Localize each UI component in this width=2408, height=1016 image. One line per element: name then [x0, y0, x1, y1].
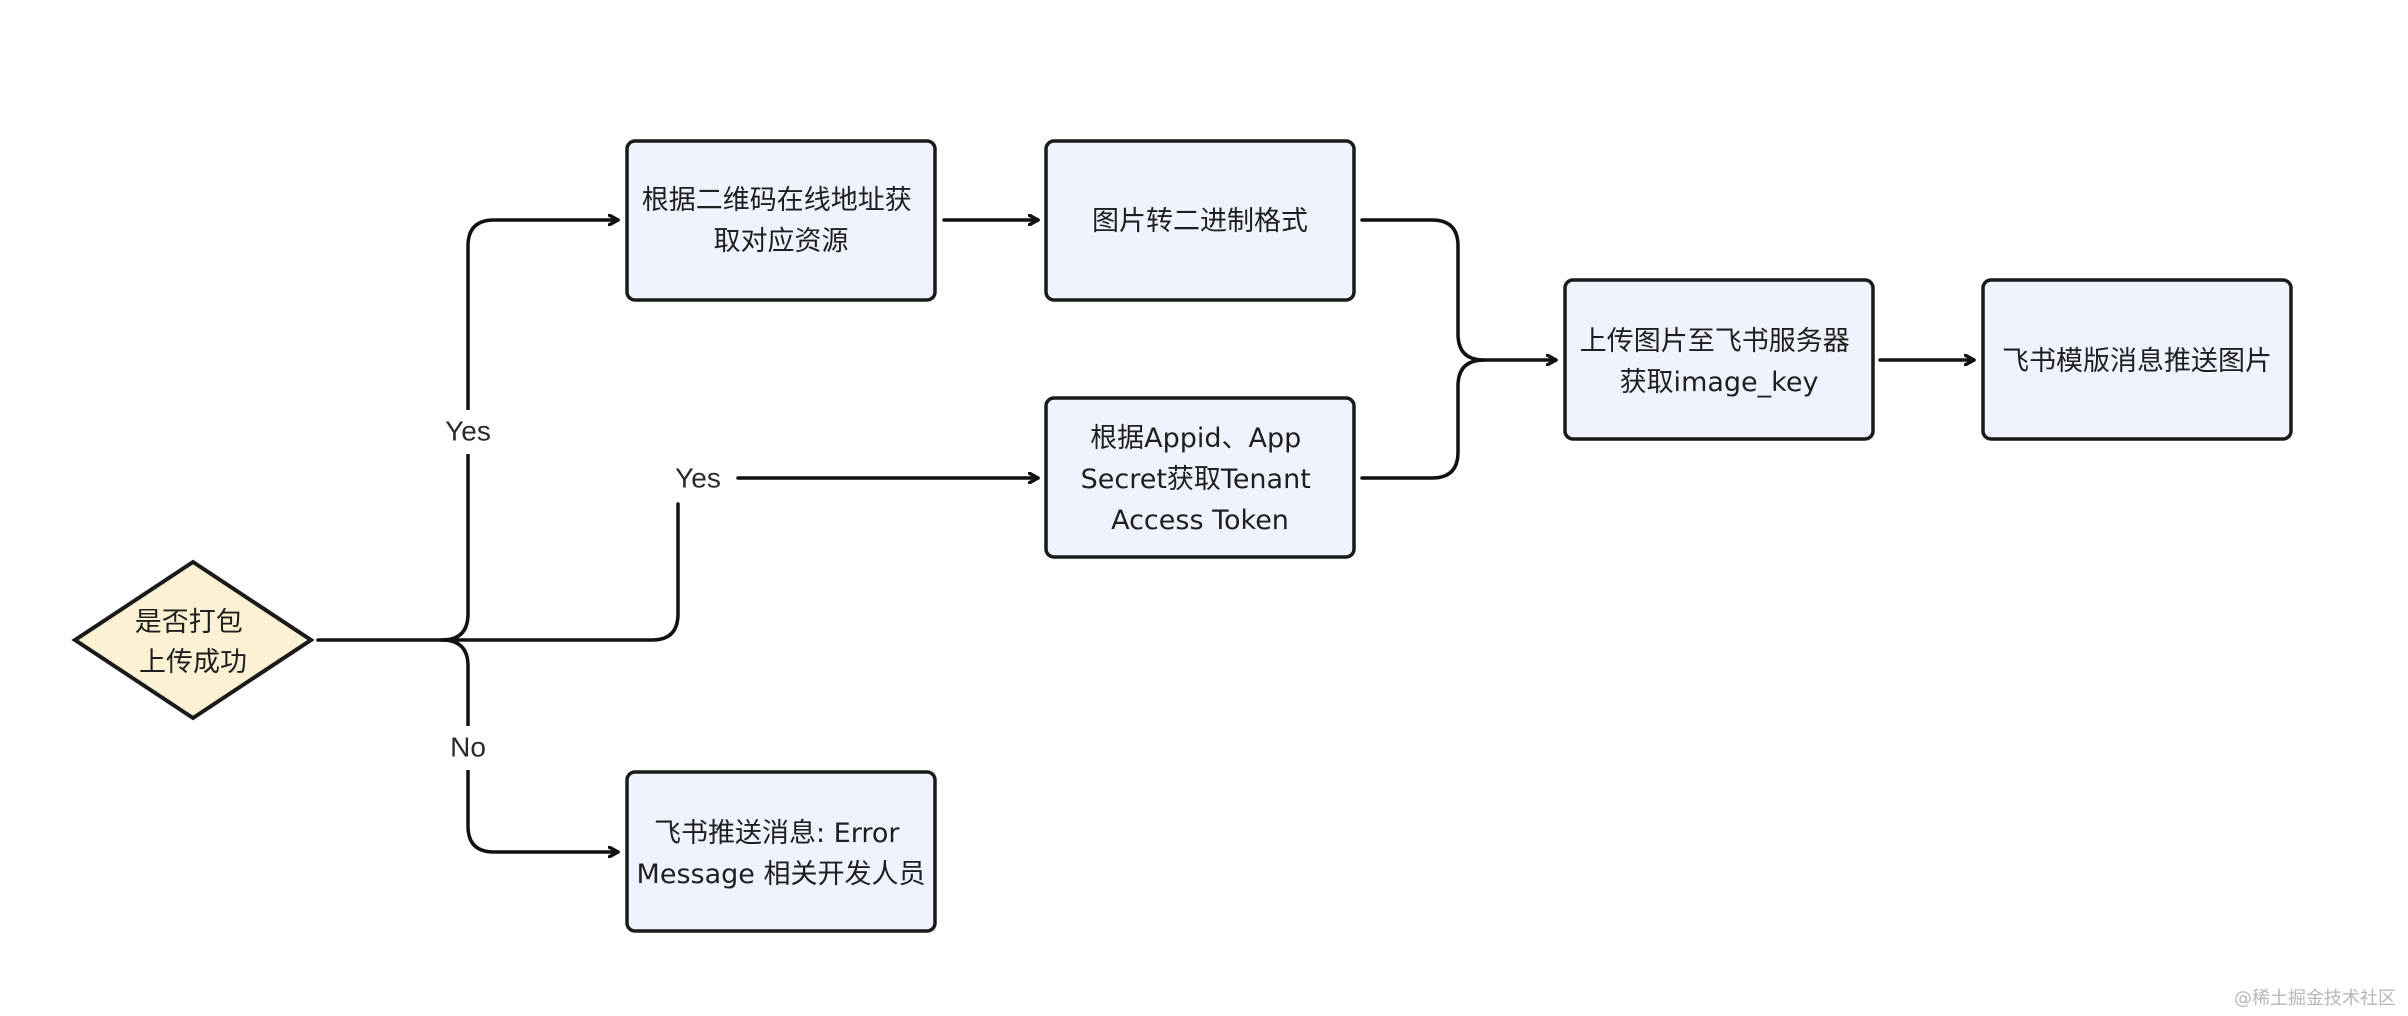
fetch-qr-node-text: 根据二维码在线地址获 取对应资源: [642, 185, 921, 257]
fetch-qr-node[interactable]: 根据二维码在线地址获 取对应资源: [625, 139, 937, 302]
upload-node-text: 上传图片至飞书服务器 获取image_key: [1580, 326, 1859, 398]
edge-binary-to-upload: [1360, 218, 1558, 360]
to-binary-node-text: 图片转二进制格式: [1092, 206, 1308, 237]
edge-labels: Yes Yes No: [436, 410, 734, 770]
edge-label-yes-upper: Yes: [445, 415, 491, 446]
edge-label-no: No: [450, 731, 486, 762]
push-image-node-text: 飞书模版消息推送图片: [2002, 346, 2272, 377]
to-binary-node[interactable]: 图片转二进制格式: [1044, 139, 1356, 302]
edge-decision-to-error: [440, 638, 620, 852]
decision-node[interactable]: 是否打包 上传成功: [71, 559, 315, 721]
get-token-node-text: 根据Appid、App Secret获取Tenant Access Token: [1081, 423, 1320, 536]
edge-decision-to-get-token: [440, 502, 680, 642]
watermark: @稀土掘金技术社区: [2234, 988, 2396, 1009]
error-message-node[interactable]: 飞书推送消息: Error Message 相关开发人员: [625, 770, 937, 933]
error-message-node-text: 飞书推送消息: Error Message 相关开发人员: [637, 818, 926, 890]
edge-label-yes-middle: Yes: [675, 462, 721, 493]
decision-node-text: 是否打包 上传成功: [135, 607, 252, 678]
push-image-node[interactable]: 飞书模版消息推送图片: [1981, 278, 2293, 441]
upload-node[interactable]: 上传图片至飞书服务器 获取image_key: [1563, 278, 1875, 441]
edge-token-to-upload: [1360, 358, 1486, 480]
get-token-node[interactable]: 根据Appid、App Secret获取Tenant Access Token: [1044, 396, 1356, 559]
